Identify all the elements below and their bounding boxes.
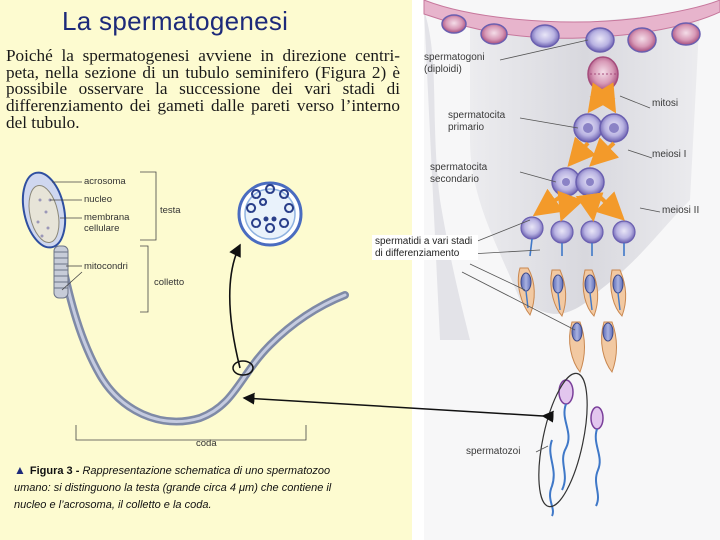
figure3-caption: ▲Figura 3 - Rappresentazione schematica …: [14, 462, 354, 514]
sperm-diagram: [21, 171, 349, 441]
label-coda: coda: [196, 438, 217, 449]
caption-text: Rappresentazione schematica di uno sperm…: [14, 465, 332, 511]
label-acrosoma: acrosoma: [84, 176, 126, 187]
label-spermatozoi: spermatozoi: [466, 446, 521, 457]
tubule-diagram: [242, 0, 720, 540]
intro-paragraph: Poiché la spermatogenesi avviene in dire…: [6, 46, 400, 132]
label-spermatogoni: spermatogoni (diploidi): [424, 52, 485, 75]
label-spermatocita-secondario: spermatocita secondario: [430, 162, 488, 185]
triangle-icon: ▲: [14, 463, 26, 477]
label-meiosi-1: meiosi I: [652, 149, 687, 160]
label-testa: testa: [160, 205, 181, 216]
label-mitocondri: mitocondri: [84, 261, 128, 272]
left-panel: [0, 0, 412, 540]
spermatogonia-row: [441, 14, 701, 53]
page-title: La spermatogenesi: [62, 6, 289, 36]
label-membrana: membrana cellulare: [84, 212, 130, 234]
label-mitosi: mitosi: [652, 98, 679, 109]
label-spermatocita-primario: spermatocita primario: [448, 110, 506, 133]
label-meiosi-2: meiosi II: [662, 205, 700, 216]
caption-lead: Figura 3 -: [29, 465, 80, 477]
label-colletto: colletto: [154, 277, 185, 288]
label-nucleo: nucleo: [84, 194, 112, 205]
label-spermatidi: spermatidi a vari stadi di differenziame…: [372, 235, 478, 260]
